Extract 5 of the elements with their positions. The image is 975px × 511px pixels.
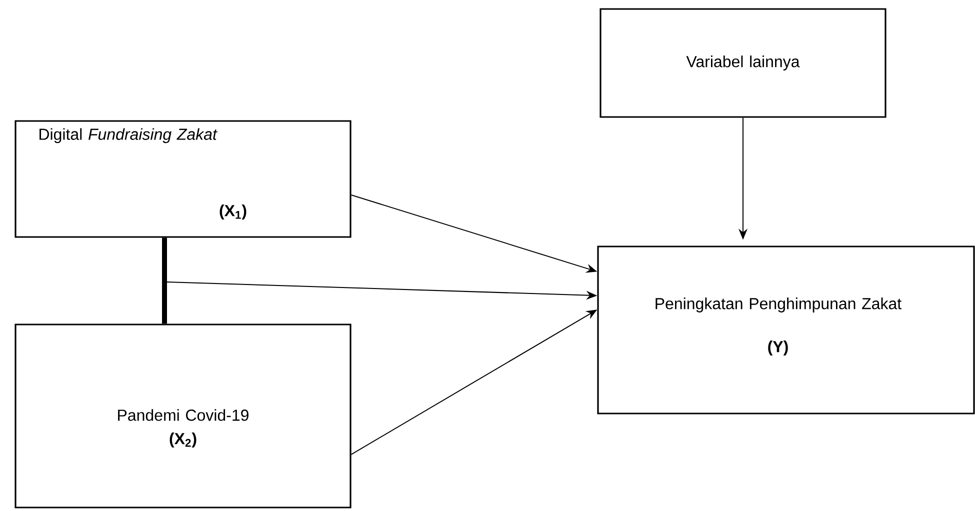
text-box: Digital Fundraising Zakat (X$_{1}$) bbox=[14, 120, 352, 238]
text-box: Peningkatan Penghimpunan Zakat (Y) bbox=[597, 246, 975, 414]
connector-line bbox=[162, 238, 167, 324]
text-box: Pandemi Covid-19 (X$_{2}$) bbox=[14, 324, 352, 508]
text-box: Variabel lainnya bbox=[600, 8, 886, 118]
